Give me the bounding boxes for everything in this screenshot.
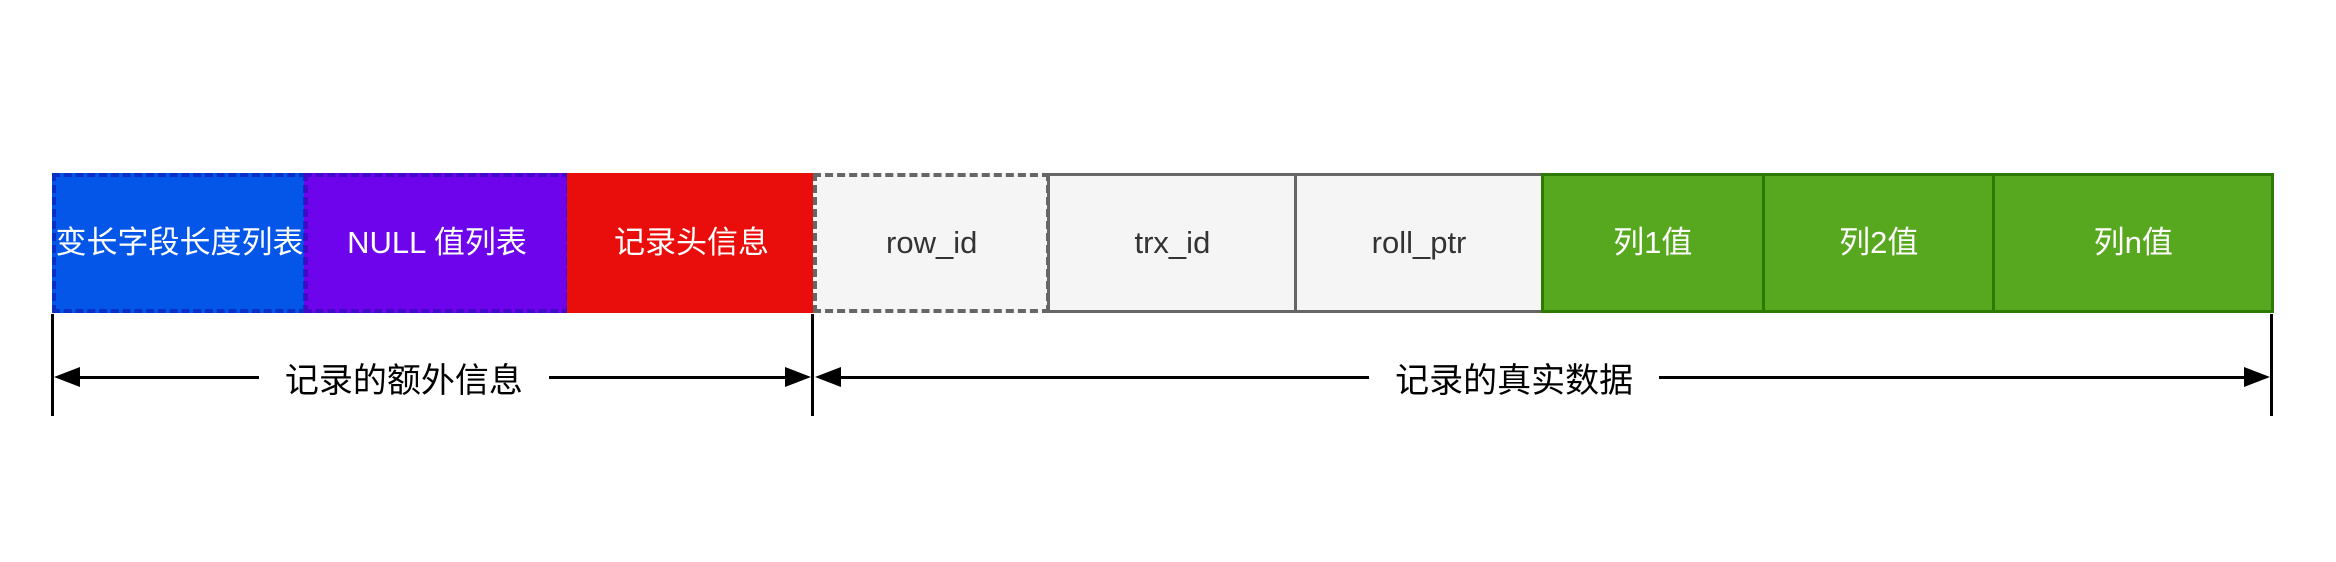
arrowhead-left-icon [815, 367, 841, 387]
real-data-label: 记录的真实数据 [1395, 361, 1634, 400]
roll-ptr-box-label: roll_ptr [1371, 225, 1467, 261]
varlen-field-length-list-box: 变长字段长度列表 [52, 173, 308, 313]
arrow-line [841, 375, 1370, 379]
row-id-box-label: row_id [886, 225, 978, 261]
extra-info-annotation: 记录的额外信息 [54, 352, 811, 402]
arrow-line [1659, 375, 2244, 379]
real-data-annotation: 记录的真实数据 [815, 352, 2270, 402]
col1-value-box: 列1值 [1540, 173, 1766, 313]
arrow-line [80, 375, 259, 379]
coln-value-box: 列n值 [1992, 173, 2275, 313]
roll-ptr-box: roll_ptr [1294, 173, 1544, 313]
boundary-tick-middle [811, 314, 814, 416]
col2-value-box-label: 列2值 [1839, 225, 1919, 261]
coln-value-box-label: 列n值 [2093, 225, 2173, 261]
row-id-box: row_id [813, 173, 1051, 313]
trx-id-box-label: trx_id [1134, 225, 1211, 261]
trx-id-box: trx_id [1047, 173, 1298, 313]
arrowhead-right-icon [2244, 367, 2270, 387]
arrowhead-right-icon [785, 367, 811, 387]
col1-value-box-label: 列1值 [1613, 225, 1693, 261]
col2-value-box: 列2值 [1762, 173, 1996, 313]
arrow-line [548, 375, 785, 379]
record-boxes-row: 变长字段长度列表 NULL 值列表 记录头信息 row_id trx_id roll_pt… [52, 173, 2275, 313]
boundary-tick-right [2270, 314, 2273, 416]
record-header-box: 记录头信息 [566, 173, 817, 313]
varlen-field-length-list-box-label: 变长字段长度列表 [55, 225, 304, 261]
boundary-tick-left [51, 314, 54, 416]
null-values-list-box-label: NULL 值列表 [347, 225, 527, 261]
null-values-list-box: NULL 值列表 [304, 173, 570, 313]
arrowhead-left-icon [54, 367, 80, 387]
extra-info-label: 记录的额外信息 [284, 361, 523, 400]
record-header-box-label: 记录头信息 [613, 225, 769, 261]
